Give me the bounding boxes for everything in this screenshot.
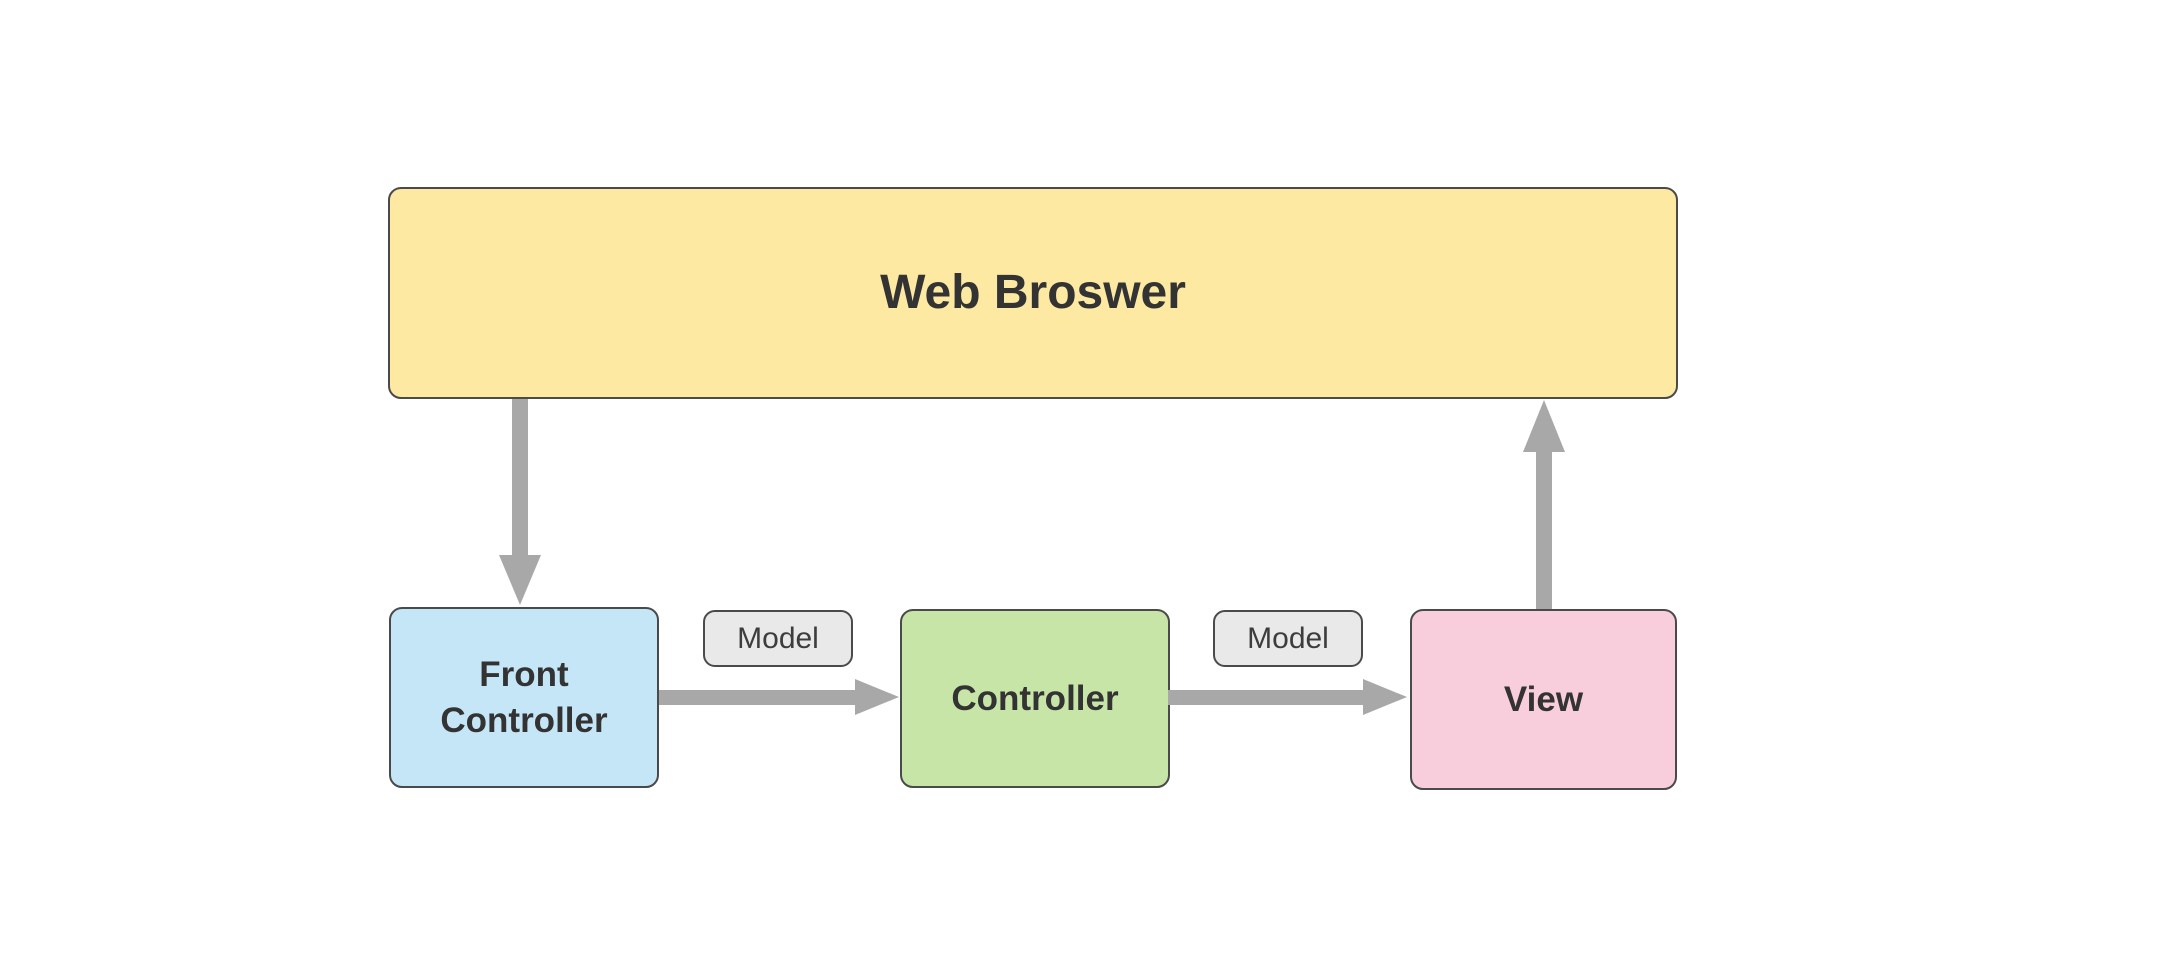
edge-label-model-2-text: Model [1247,621,1329,655]
arrow-shaft [659,690,856,705]
arrowhead-down-icon [499,555,541,605]
node-view-label: View [1503,679,1584,719]
arrow-shaft [1536,452,1552,609]
node-controller: Controller [900,609,1170,788]
edge-label-model-2: Model [1213,610,1363,667]
arrow-shaft [512,399,528,556]
node-controller-label: Controller [951,678,1119,718]
arrowhead-up-icon [1523,400,1565,452]
edge-label-model-1: Model [703,610,853,667]
arrowhead-right-icon [855,679,899,715]
edge-label-model-1-text: Model [737,621,819,655]
node-front-controller: Front Controller [389,607,659,788]
node-web-browser-label: Web Broswer [880,265,1186,319]
arrow-shaft [1168,690,1364,705]
node-web-browser: Web Broswer [388,187,1678,399]
node-view: View [1410,609,1677,790]
node-front-controller-label: Front Controller [440,655,608,740]
arrowhead-right-icon [1363,679,1407,715]
